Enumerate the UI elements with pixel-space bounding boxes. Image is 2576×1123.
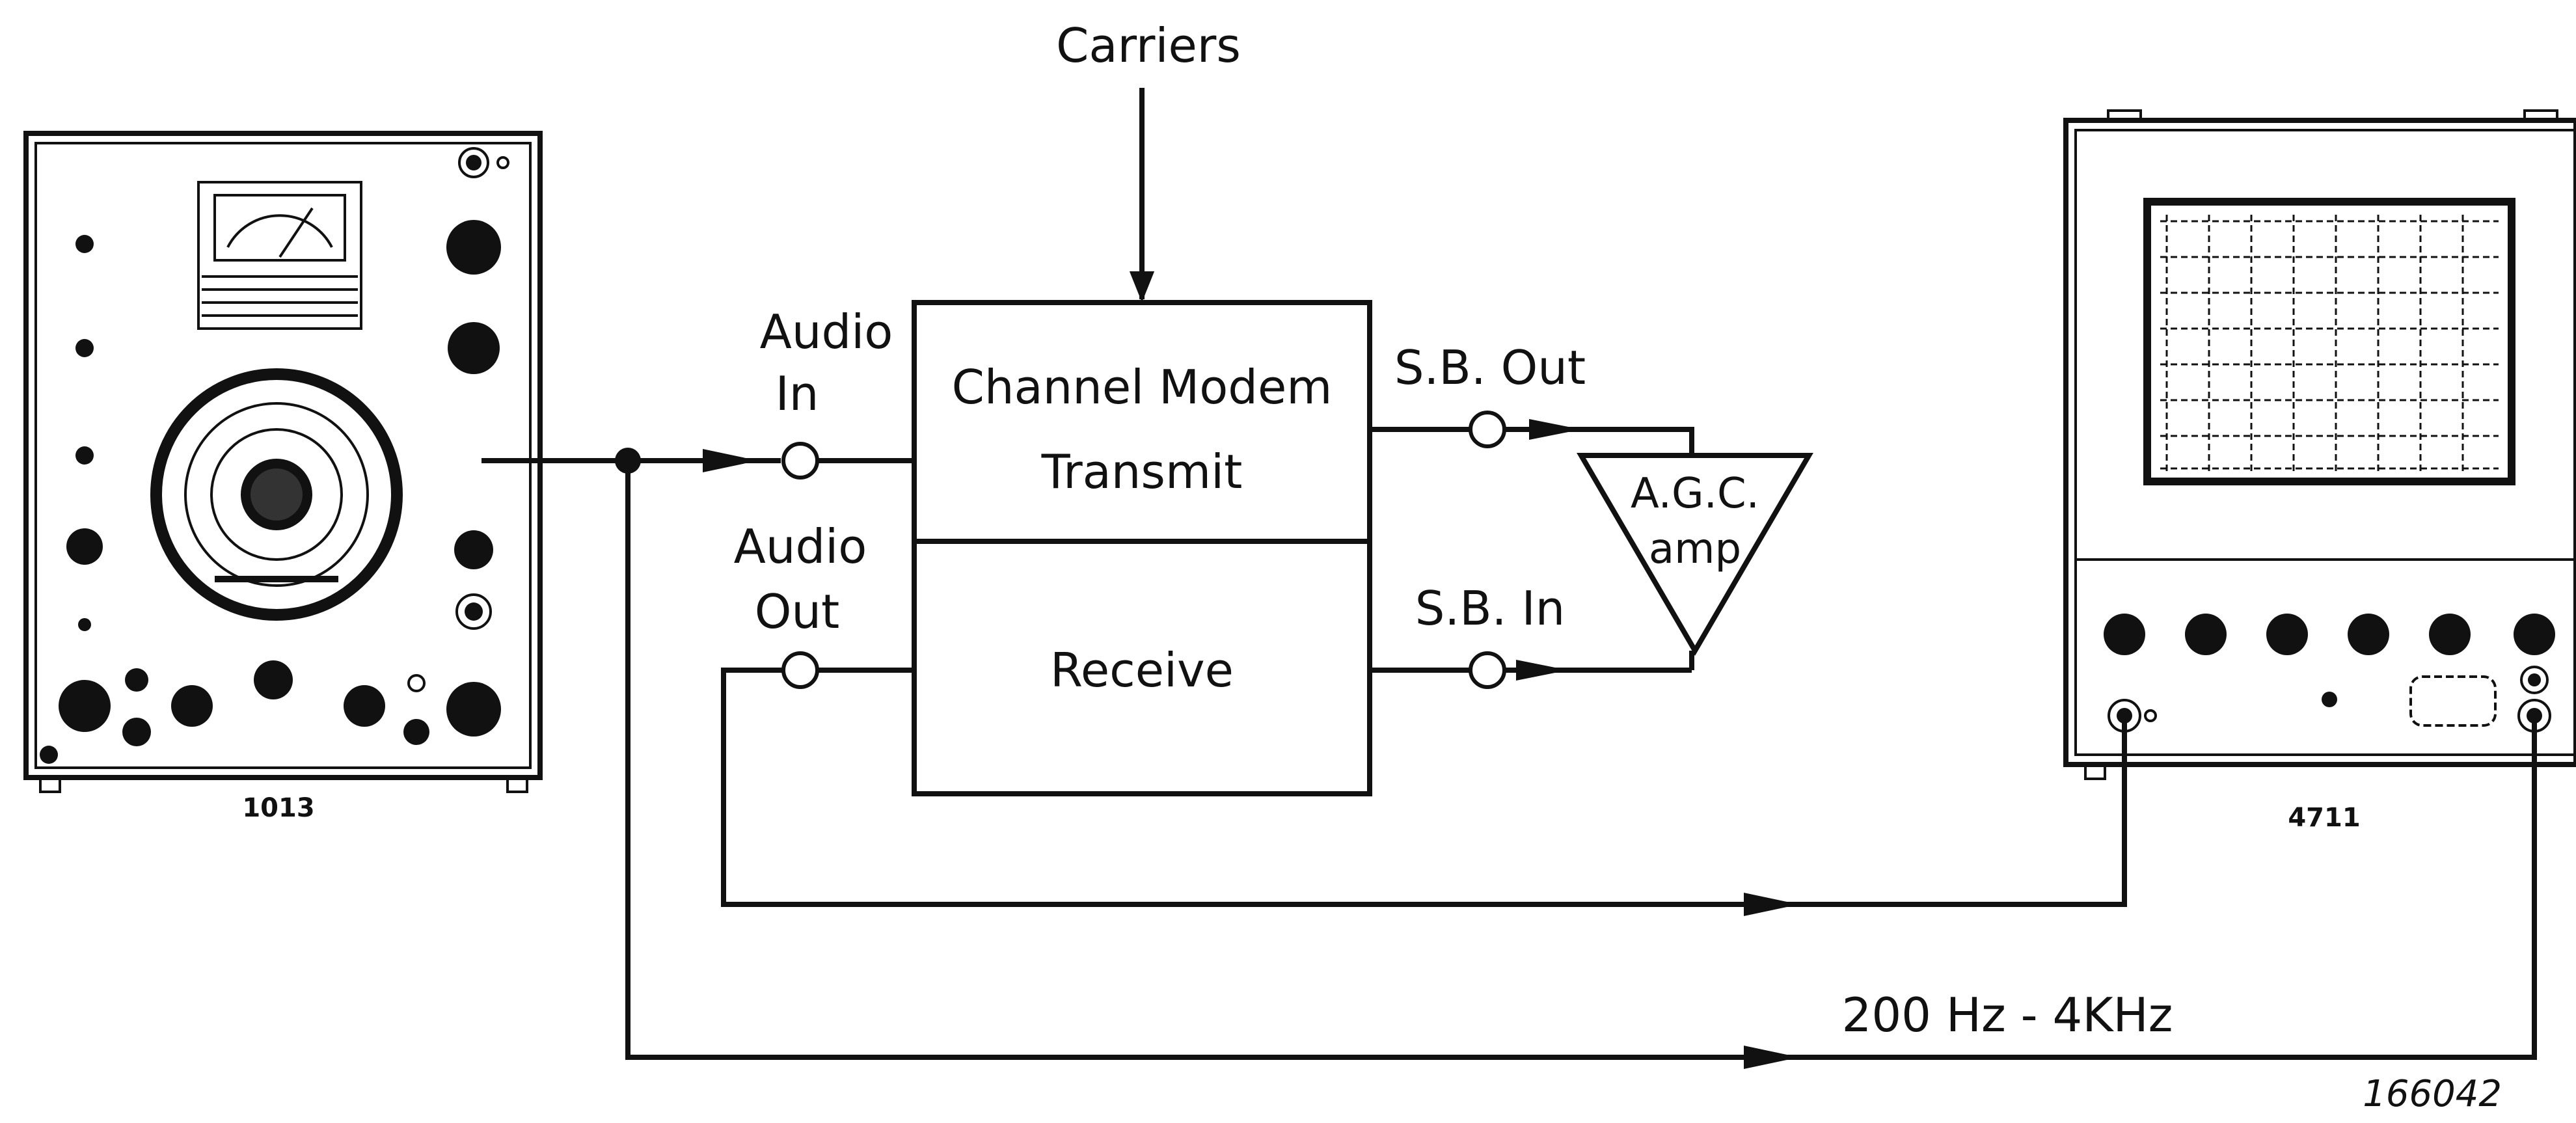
audio-in-path: Audio In <box>481 304 914 480</box>
transmit-label: Transmit <box>1041 444 1243 499</box>
generator-model-label: 1013 <box>242 793 314 823</box>
carriers-label: Carriers <box>1056 18 1241 73</box>
control-knobs <box>40 147 509 764</box>
arrow-audio-in <box>703 449 758 472</box>
oscilloscope-model-label: 4711 <box>2288 803 2360 833</box>
modem-title-label: Channel Modem <box>952 360 1333 414</box>
generator-case <box>23 131 543 780</box>
sb-out-label: S.B. Out <box>1394 340 1586 395</box>
agc-amplifier: A.G.C. amp <box>1577 453 1813 656</box>
channel-modem-block: Channel Modem Transmit Receive <box>912 300 1372 796</box>
audio-out-path: Audio Out <box>721 519 2127 916</box>
signal-generator-1013: 1013 <box>23 131 543 823</box>
audio-out-terminal <box>781 651 819 689</box>
oscilloscope-knobs <box>2104 614 2555 733</box>
oscilloscope-screen-icon <box>2143 198 2515 485</box>
receive-label: Receive <box>1050 643 1234 697</box>
audio-in-label-line1: Audio <box>760 304 893 359</box>
arrow-sb-in <box>1516 660 1568 681</box>
oscilloscope-4711: 4711 <box>2063 109 2576 833</box>
audio-in-label-line2: In <box>776 366 819 421</box>
arrow-reference <box>1744 1046 1799 1069</box>
sb-in-label: S.B. In <box>1415 581 1566 636</box>
sb-in-path: S.B. In <box>1370 581 1694 689</box>
arrow-sb-out <box>1529 419 1581 440</box>
meter-icon <box>197 181 362 330</box>
figure-number: 166042 <box>2363 1073 2502 1115</box>
tuning-dial-icon <box>150 368 403 621</box>
frequency-range-label: 200 Hz - 4KHz <box>1842 988 2173 1042</box>
reference-line <box>625 461 2537 1060</box>
arrow-audio-out <box>1744 893 1799 916</box>
agc-label-line2: amp <box>1649 525 1741 573</box>
modem-box <box>912 300 1372 796</box>
sb-out-terminal <box>1469 411 1506 448</box>
agc-label-line1: A.G.C. <box>1631 470 1759 518</box>
sb-out-path: S.B. Out <box>1370 340 1694 455</box>
audio-out-label-line1: Audio <box>734 519 867 574</box>
oscilloscope-case <box>2063 118 2576 767</box>
audio-in-terminal <box>781 442 819 480</box>
sb-in-terminal <box>1469 651 1506 689</box>
audio-out-line <box>721 668 2127 907</box>
audio-out-label-line2: Out <box>755 584 840 639</box>
reference-path: 200 Hz - 4KHz <box>625 461 2537 1069</box>
agc-triangle <box>1577 453 1813 656</box>
